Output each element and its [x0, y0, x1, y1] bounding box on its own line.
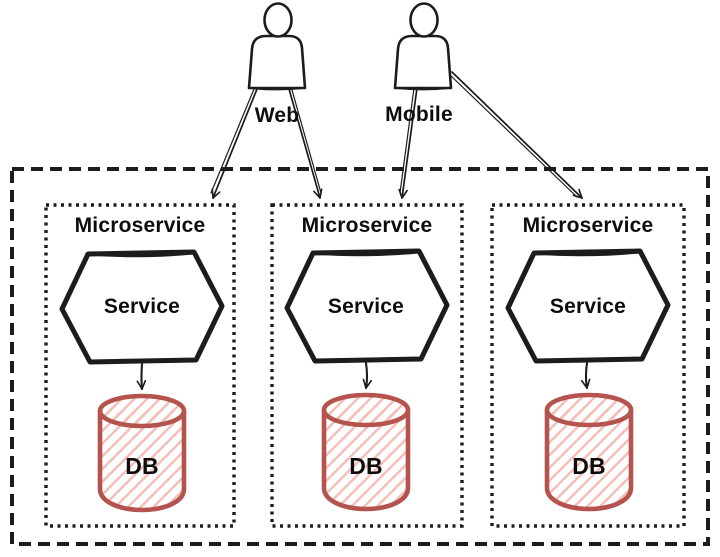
actor-mobile-figure — [393, 2, 453, 91]
service-3-label: Service — [549, 295, 627, 318]
arrow-service1-to-db1 — [136, 362, 147, 391]
actor-label-web: Web — [254, 104, 300, 127]
microservice-1-title: Microservice — [74, 214, 206, 237]
db-3-label: DB — [572, 453, 606, 479]
service-db-arrows — [136, 361, 591, 391]
arrow-mobile-to-ms3 — [451, 71, 583, 199]
arrow-service3-to-db3 — [580, 361, 591, 390]
db-3-cylinder — [547, 395, 631, 509]
actor-web-figure — [247, 2, 307, 91]
arrow-service2-to-db2 — [362, 361, 373, 390]
microservice-3-container — [490, 203, 686, 528]
db-2-cylinder — [324, 395, 408, 509]
service-1-label: Service — [103, 295, 181, 318]
arrow-web-to-ms2-sketch — [291, 89, 322, 194]
arrow-web-to-ms1 — [211, 88, 258, 199]
arrow-mobile-to-ms3-sketch — [449, 74, 578, 198]
actor-label-mobile: Mobile — [385, 103, 453, 126]
arrow-mobile-to-ms2-sketch — [399, 87, 415, 194]
db-2-label: DB — [349, 453, 383, 479]
db-1-label: DB — [125, 453, 159, 479]
microservice-3-title: Microservice — [522, 214, 654, 237]
system-boundary — [10, 167, 710, 546]
microservice-1-container — [44, 203, 236, 528]
arrow-web-to-ms1-sketch — [210, 88, 255, 194]
arrow-mobile-to-ms2 — [398, 87, 418, 199]
actor-arrows — [210, 71, 583, 199]
microservice-2-title: Microservice — [301, 214, 433, 237]
arrow-web-to-ms2 — [288, 88, 323, 199]
service-2-label: Service — [327, 295, 405, 318]
